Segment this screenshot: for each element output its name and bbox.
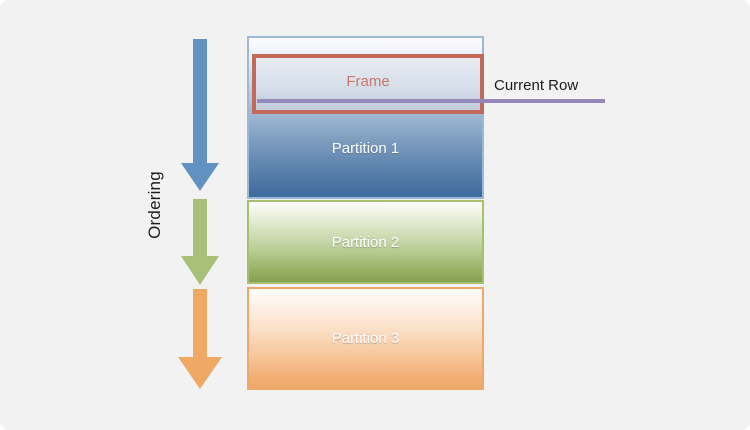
- green-arrow-icon: [181, 199, 219, 285]
- orange-arrow-icon: [178, 289, 222, 389]
- current-row-line: [257, 99, 605, 103]
- partition-2-label: Partition 2: [331, 233, 400, 251]
- current-row-label: Current Row: [494, 77, 579, 94]
- partition-2-box[interactable]: Partition 2: [247, 200, 484, 284]
- partition-1-label: Partition 1: [331, 140, 400, 157]
- frame-label: Frame: [346, 73, 390, 90]
- blue-arrow-icon: [181, 39, 219, 191]
- partition-3-label: Partition 3: [331, 330, 400, 347]
- partition-3-box[interactable]: Partition 3: [247, 287, 484, 390]
- frame-box[interactable]: Frame: [252, 54, 484, 114]
